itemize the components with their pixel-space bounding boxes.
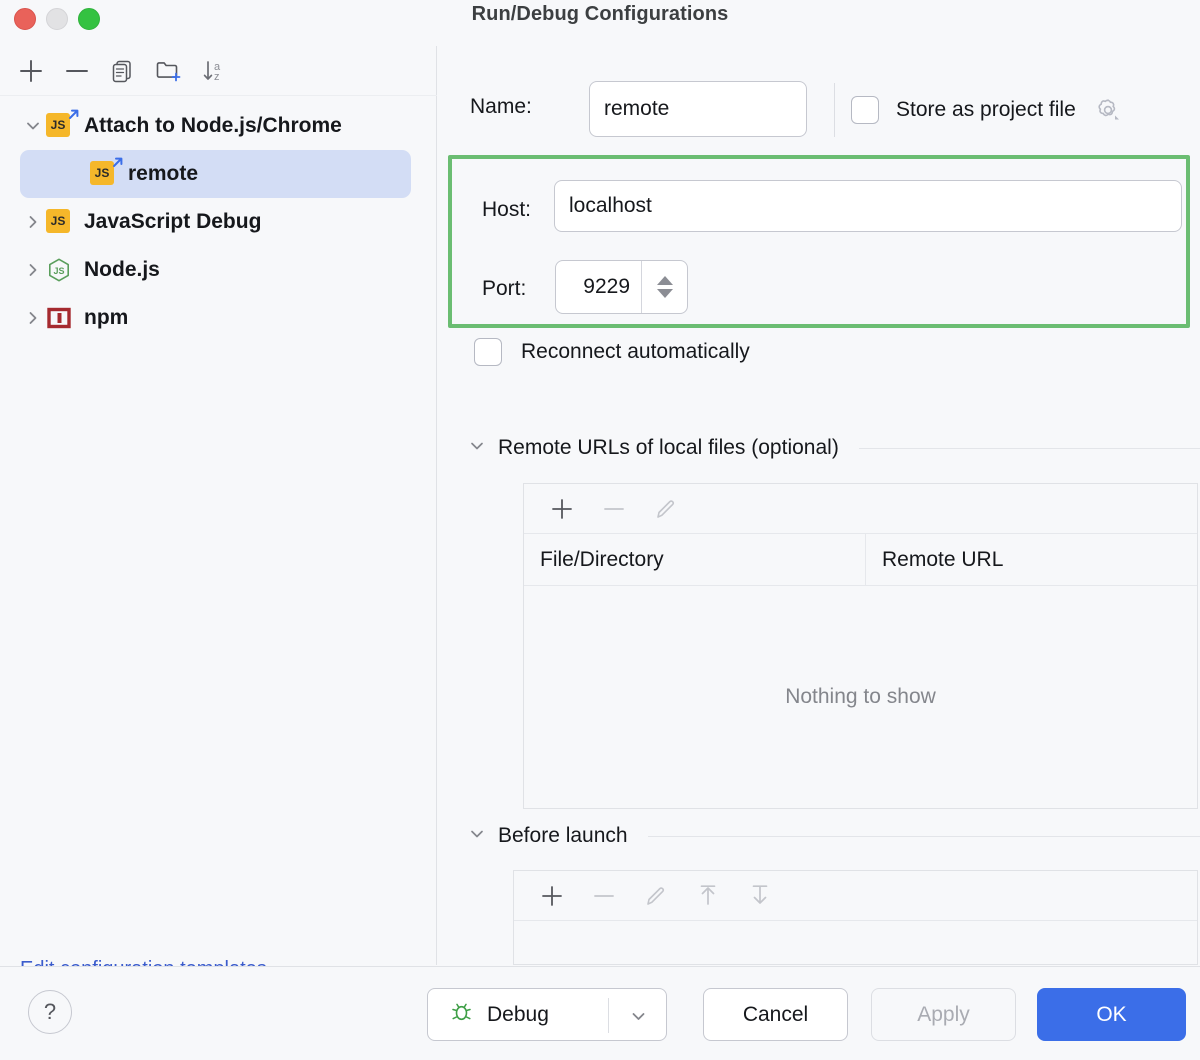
remote-urls-section-title: Remote URLs of local files (optional) [498, 436, 839, 459]
remote-urls-toolbar [524, 484, 1197, 534]
reconnect-automatically-row[interactable]: Reconnect automatically [474, 338, 750, 366]
move-down-button [738, 876, 782, 916]
spinner-down-icon[interactable] [656, 289, 673, 298]
store-as-project-file-row[interactable]: Store as project file [851, 95, 1123, 125]
npm-icon [46, 305, 76, 331]
remove-configuration-button[interactable] [56, 52, 98, 90]
ok-button[interactable]: OK [1037, 988, 1186, 1041]
cancel-button[interactable]: Cancel [703, 988, 848, 1041]
dialog-footer: ? Debug Cancel Apply OK [0, 966, 1200, 1060]
copy-configuration-button[interactable] [102, 52, 144, 90]
empty-state-text: Nothing to show [785, 685, 936, 708]
edit-task-button [634, 876, 678, 916]
minimize-window-button[interactable] [46, 8, 68, 30]
remove-task-button [582, 876, 626, 916]
spinner-up-icon[interactable] [656, 276, 673, 285]
title-bar: Run/Debug Configurations [0, 0, 1200, 46]
button-separator [608, 998, 609, 1033]
chevron-right-icon[interactable] [20, 261, 46, 279]
before-launch-panel [513, 870, 1198, 965]
tree-item-attach-to-nodejs-chrome[interactable]: JS Attach to Node.js/Chrome [0, 102, 437, 150]
svg-text:z: z [214, 71, 220, 83]
js-attach-icon: JS [90, 157, 123, 187]
js-attach-icon: JS [46, 109, 79, 139]
zoom-window-button[interactable] [78, 8, 100, 30]
chevron-down-icon[interactable] [20, 117, 46, 135]
name-row: Name: remote Store as project file [438, 81, 1200, 141]
window-controls [14, 8, 100, 30]
debug-button-label: Debug [487, 1002, 549, 1026]
port-stepper[interactable]: 9229 [555, 260, 688, 314]
configurations-sidebar: a z JS Attach to Node.js/Chrome JS [0, 46, 437, 980]
host-port-highlight: Host: localhost Port: 9229 [448, 155, 1190, 328]
chevron-right-icon[interactable] [20, 213, 46, 231]
section-divider [647, 835, 1200, 837]
chevron-down-icon[interactable] [629, 1007, 648, 1032]
close-window-button[interactable] [14, 8, 36, 30]
configuration-editor: Name: remote Store as project file Host [438, 46, 1200, 965]
before-launch-toolbar [514, 871, 1197, 921]
tree-item-label: remote [128, 162, 199, 185]
remote-urls-table-header: File/Directory Remote URL [524, 534, 1197, 586]
remove-remote-url-button [592, 489, 636, 529]
tree-item-npm[interactable]: npm [0, 294, 437, 342]
svg-text:JS: JS [53, 266, 64, 276]
remote-urls-section-header[interactable]: Remote URLs of local files (optional) [468, 436, 1200, 460]
remote-urls-panel: File/Directory Remote URL Nothing to sho… [523, 483, 1198, 809]
before-launch-section-title: Before launch [498, 824, 628, 847]
reconnect-automatically-label: Reconnect automatically [521, 340, 750, 363]
name-input[interactable]: remote [589, 81, 807, 137]
name-input-value: remote [604, 97, 670, 120]
sidebar-toolbar: a z [0, 46, 437, 96]
chevron-right-icon[interactable] [20, 309, 46, 327]
dialog-title: Run/Debug Configurations [471, 3, 729, 25]
column-header-remote-url[interactable]: Remote URL [882, 547, 1004, 571]
tree-item-javascript-debug[interactable]: JS JavaScript Debug [0, 198, 437, 246]
apply-button: Apply [871, 988, 1016, 1041]
edit-remote-url-button [644, 489, 688, 529]
bug-icon [448, 998, 475, 1031]
debug-button[interactable]: Debug [427, 988, 667, 1041]
tree-item-label: npm [84, 306, 129, 329]
tree-item-remote[interactable]: JS remote [20, 150, 411, 198]
before-launch-section-header[interactable]: Before launch [468, 824, 1200, 848]
column-header-file-directory[interactable]: File/Directory [524, 534, 866, 585]
host-label: Host: [482, 198, 532, 221]
name-label: Name: [470, 95, 532, 118]
chevron-down-icon[interactable] [468, 437, 486, 460]
host-input-value: localhost [569, 194, 652, 217]
tree-item-label: Node.js [84, 258, 160, 281]
host-input[interactable]: localhost [554, 180, 1182, 232]
sort-alphabetically-button[interactable]: a z [194, 52, 236, 90]
add-remote-url-button[interactable] [540, 489, 584, 529]
svg-text:a: a [214, 61, 221, 73]
tree-item-label: JavaScript Debug [84, 210, 262, 233]
port-label: Port: [482, 277, 527, 300]
help-button[interactable]: ? [28, 990, 72, 1034]
before-launch-table-body[interactable] [514, 921, 1197, 964]
port-input-value[interactable]: 9229 [583, 275, 630, 298]
reconnect-automatically-checkbox[interactable] [474, 338, 502, 366]
tree-item-nodejs[interactable]: JS Node.js [0, 246, 437, 294]
vertical-divider [834, 83, 835, 137]
move-up-button [686, 876, 730, 916]
configurations-tree: JS Attach to Node.js/Chrome JS remote JS [0, 102, 437, 342]
nodejs-icon: JS [46, 257, 76, 283]
add-task-button[interactable] [530, 876, 574, 916]
gear-icon[interactable] [1093, 95, 1123, 125]
tree-item-label: Attach to Node.js/Chrome [84, 114, 342, 137]
add-configuration-button[interactable] [10, 52, 52, 90]
store-as-project-file-checkbox[interactable] [851, 96, 879, 124]
js-icon: JS [46, 209, 76, 235]
new-folder-button[interactable] [148, 52, 190, 90]
section-divider [858, 447, 1200, 449]
port-spinner-buttons[interactable] [641, 261, 687, 313]
store-as-project-file-label: Store as project file [896, 98, 1076, 121]
chevron-down-icon[interactable] [468, 825, 486, 848]
remote-urls-table-body[interactable]: Nothing to show [524, 586, 1197, 808]
